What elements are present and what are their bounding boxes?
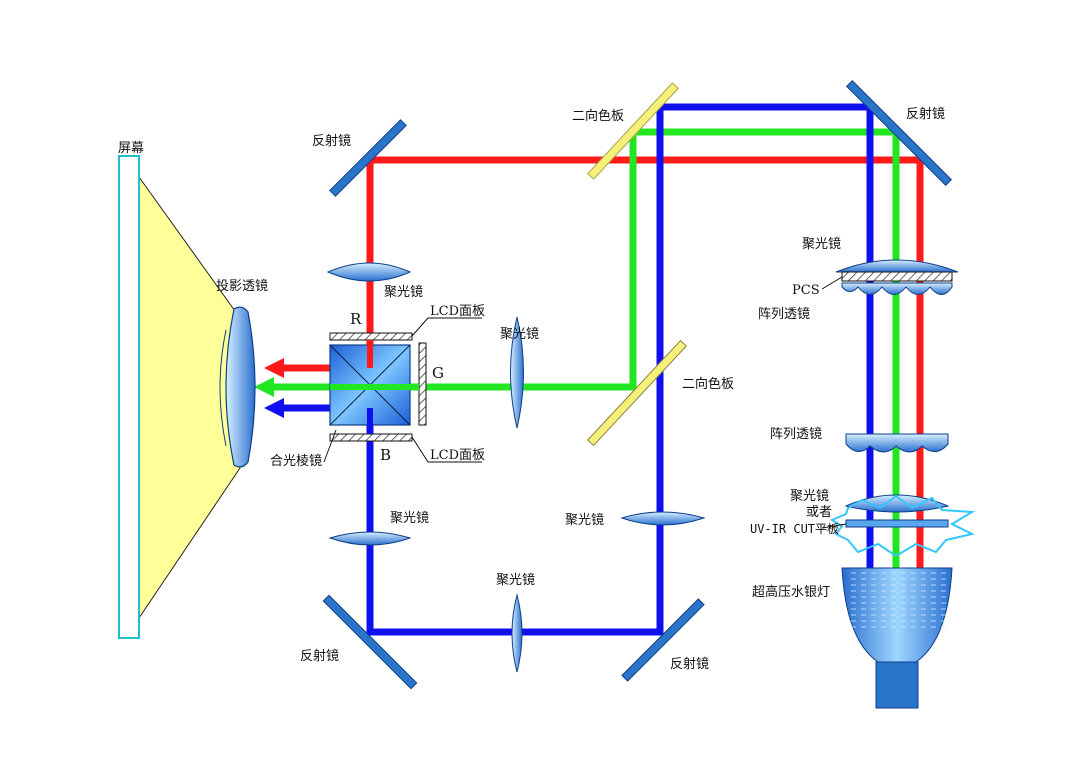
label-condenser-blue-right: 聚光镜: [565, 513, 604, 528]
label-projection-lens: 投影透镜: [216, 278, 268, 294]
label-r: R: [350, 310, 362, 328]
mirror-top-right: [845, 79, 953, 187]
uv-ir-starburst: [829, 494, 976, 558]
label-lcd-top: LCD面板: [430, 304, 485, 319]
label-relay-lens: 聚光镜: [496, 573, 535, 588]
uv-ir-cut-plate: [845, 519, 949, 528]
label-g: G: [432, 364, 444, 382]
label-dichroic-top: 二向色板: [572, 108, 624, 124]
projection-cone: [138, 175, 241, 620]
label-array-lens-1: 阵列透镜: [758, 307, 810, 322]
label-condenser-right: 聚光镜: [802, 237, 841, 252]
green-arrow: [254, 377, 274, 397]
leader-prism: [323, 429, 337, 463]
projection-lens-edge: [219, 329, 227, 447]
dichroic-plate-mid: [586, 339, 688, 447]
dichroics: [586, 82, 688, 447]
mirrors: [322, 79, 953, 690]
label-screen: 屏幕: [118, 141, 144, 156]
label-lamp: 超高压水银灯: [752, 584, 830, 600]
lenses: [219, 262, 706, 673]
leader-uv-ir: [821, 523, 847, 529]
label-lcd-bottom: LCD面板: [430, 448, 485, 463]
relay-lens: [511, 593, 523, 673]
condenser-lens-green: [510, 316, 524, 429]
label-pcs: PCS: [792, 283, 820, 298]
label-array-lens-2: 阵列透镜: [770, 427, 822, 442]
label-mirror-bottom-left: 反射镜: [300, 648, 339, 664]
screen: [118, 155, 241, 639]
leader-pcs: [821, 276, 843, 290]
condenser-lens-right: [835, 259, 959, 273]
label-dichroic-mid: 二向色板: [682, 376, 734, 392]
lcd-panel-bottom: [329, 433, 413, 442]
screen-panel: [118, 155, 140, 639]
label-or: 或者: [806, 505, 832, 520]
array-lens-1: [841, 282, 953, 295]
mercury-lamp-base: [875, 661, 919, 709]
label-mirror-top-right: 反射镜: [906, 106, 945, 122]
mirror-bottom-left: [322, 594, 418, 690]
lcd-panel-green: [418, 342, 427, 426]
blue-beam: [366, 103, 874, 636]
leaders: [323, 276, 847, 529]
label-condenser-blue-left: 聚光镜: [390, 511, 429, 526]
blue-arrow: [264, 398, 284, 418]
condenser-lens-blue-right: [620, 511, 706, 526]
lcd-panel-top: [329, 332, 413, 341]
label-condenser-green: 聚光镜: [500, 327, 539, 342]
dichroic-plate-top: [587, 82, 679, 180]
label-b: B: [380, 446, 391, 464]
condenser-lens-red: [326, 262, 412, 282]
mercury-lamp-water: [846, 572, 948, 632]
label-uv-ir: UV-IR CUT平板: [750, 522, 839, 536]
mirror-top-left: [329, 119, 407, 197]
mirror-bottom-right: [621, 598, 705, 682]
label-condenser-or: 聚光镜: [790, 489, 829, 504]
red-beam: [366, 156, 924, 568]
red-arrow: [264, 358, 284, 378]
array-lens-2: [845, 433, 949, 453]
leader-lcd-bottom: [411, 436, 482, 463]
prism-assembly: [329, 332, 427, 442]
leader-lcd-top: [411, 317, 482, 337]
label-condenser-red: 聚光镜: [384, 285, 423, 300]
label-prism: 合光棱镜: [270, 453, 322, 469]
condenser-lens-blue-left: [328, 531, 412, 546]
labels: 屏幕 投影透镜 反射镜 反射镜 反射镜 反射镜 二向色板 二向色板 聚光镜 聚光…: [118, 106, 945, 672]
illumination-column: [829, 259, 976, 709]
label-mirror-top-left: 反射镜: [312, 133, 351, 149]
pcs-plate: [841, 271, 953, 282]
label-mirror-bottom-right: 反射镜: [670, 656, 709, 672]
projection-lens: [225, 306, 256, 468]
condenser-lens-small: [844, 494, 950, 513]
